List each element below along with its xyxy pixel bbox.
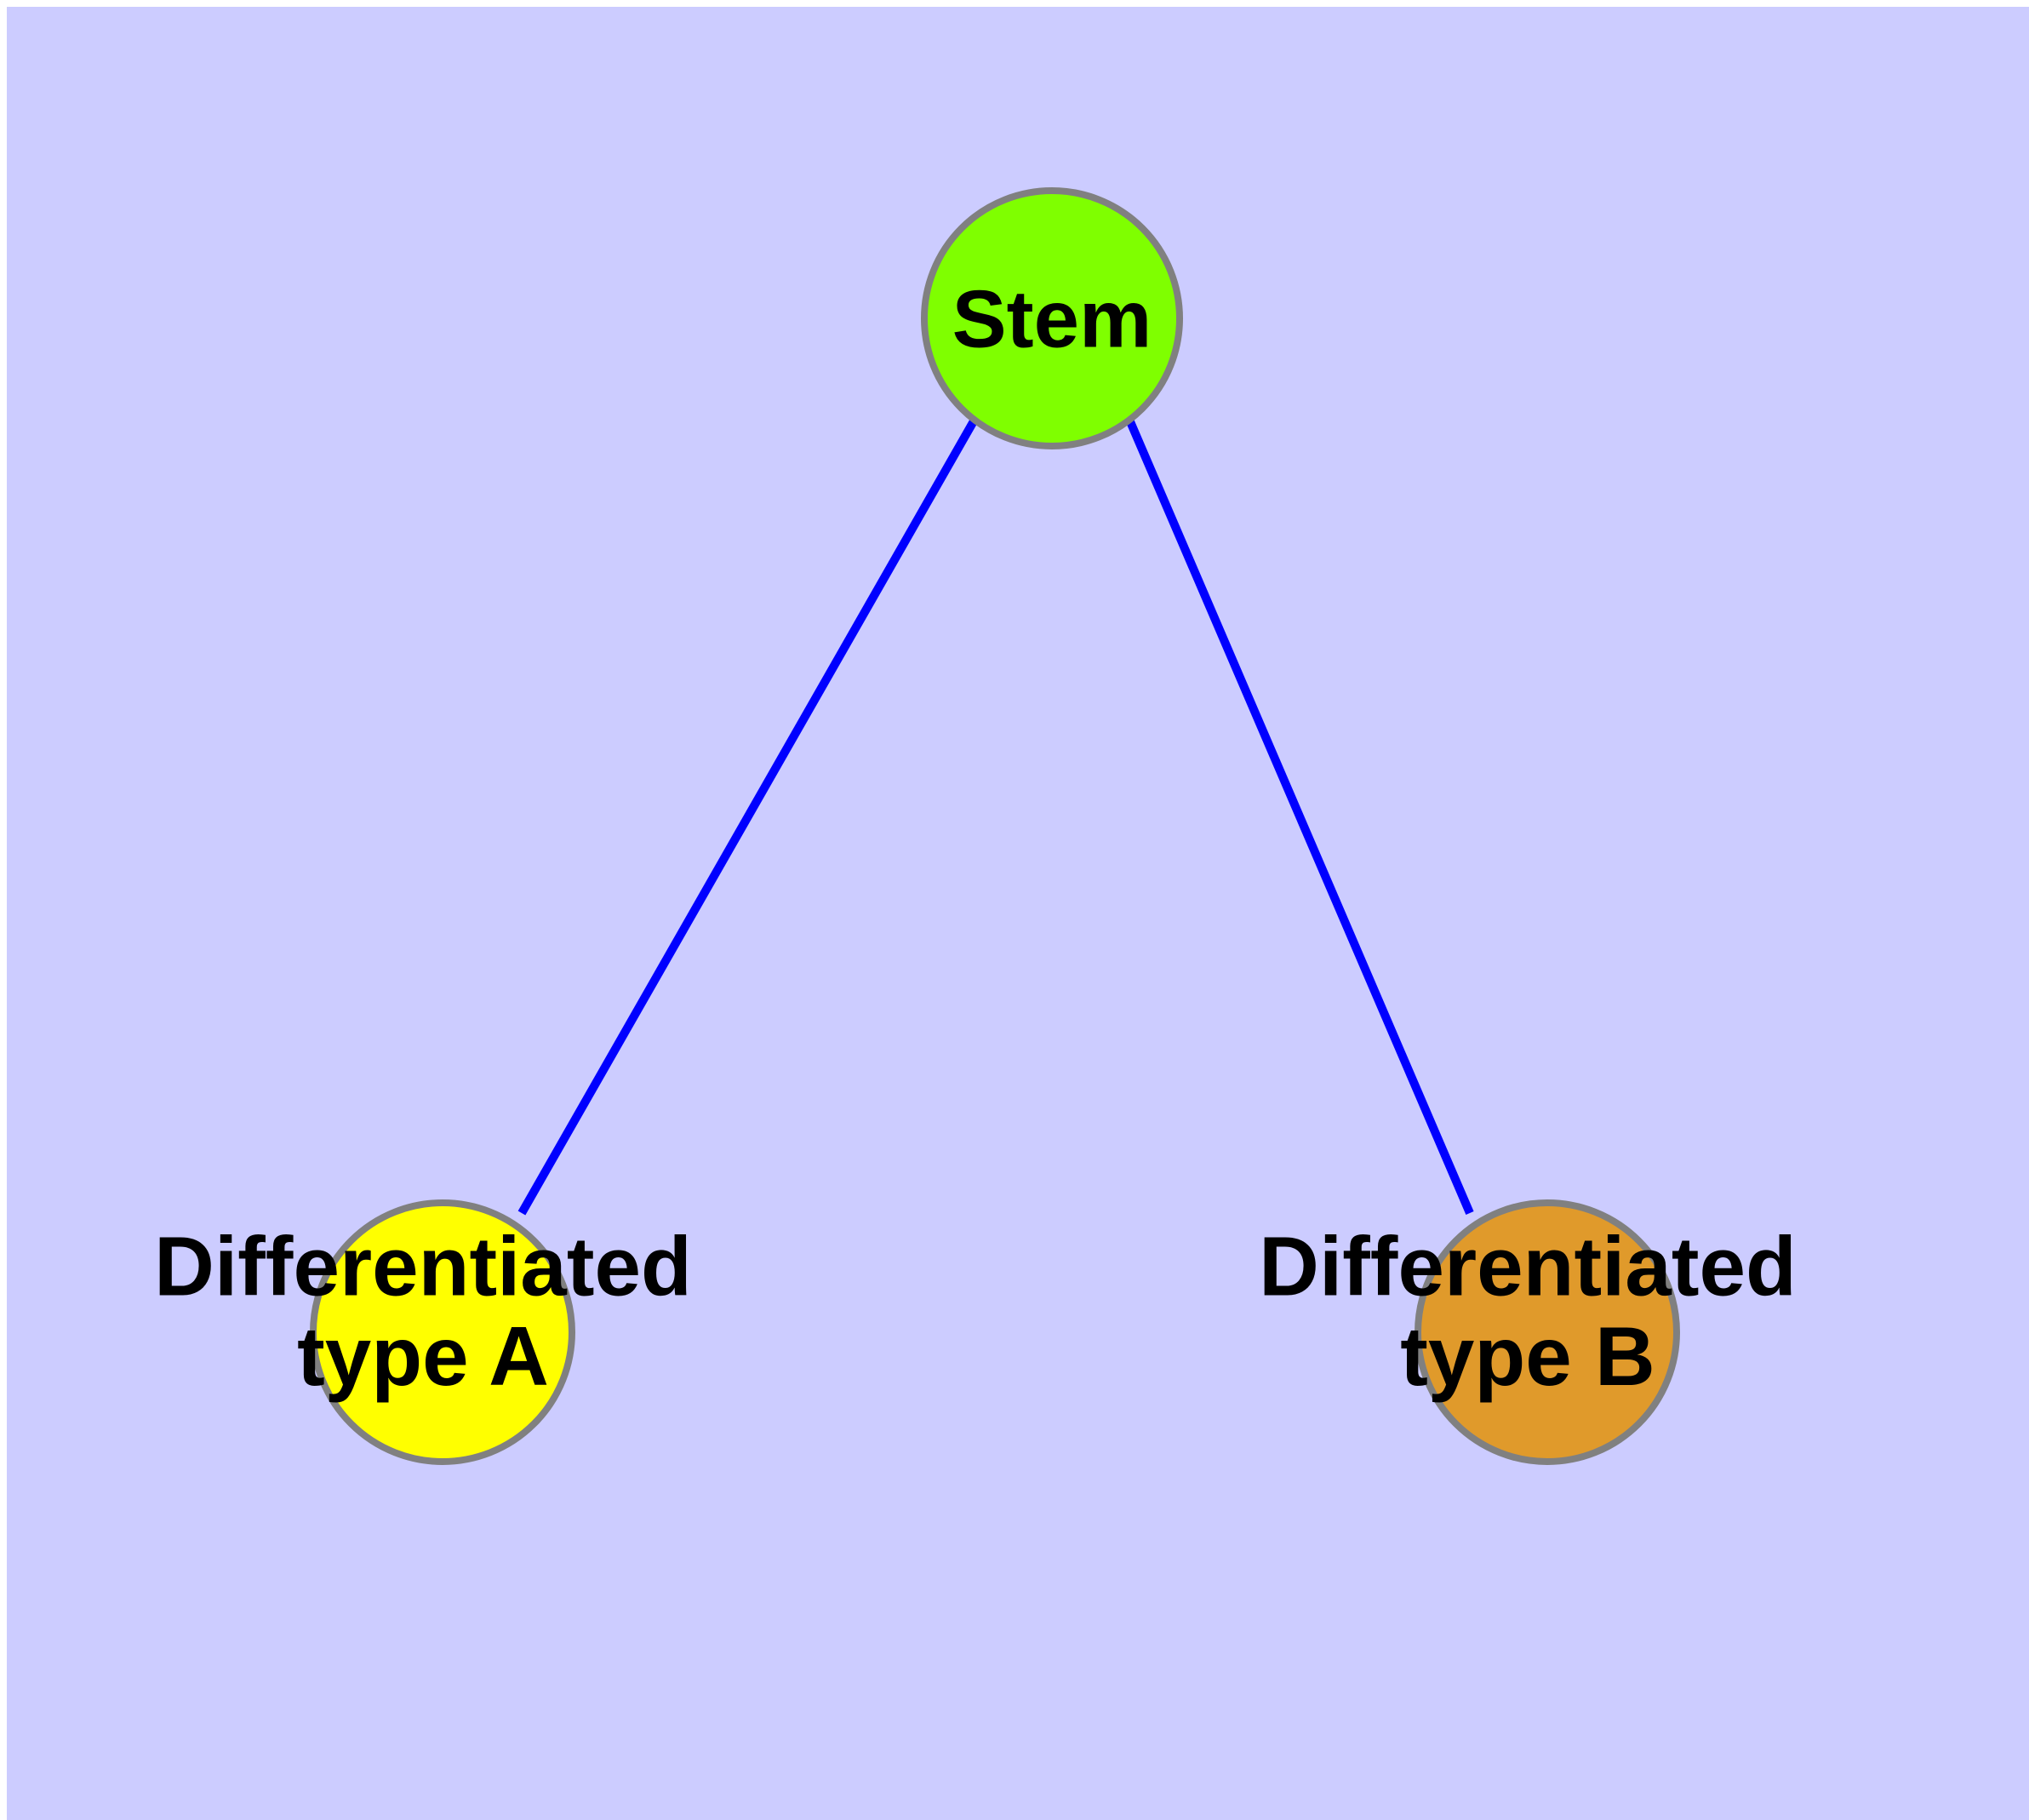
node-label-stem: Stem	[952, 274, 1152, 365]
node-layer	[310, 187, 1680, 1465]
node-label-line: type A	[297, 1309, 549, 1403]
node-differentiated-type-a[interactable]	[310, 1199, 575, 1465]
edge-stem-to-diff-a	[517, 417, 979, 1216]
node-stem[interactable]	[921, 187, 1183, 449]
node-label-line: Differentiated	[154, 1219, 692, 1313]
node-label-line: type B	[1400, 1309, 1655, 1403]
node-differentiated-type-b[interactable]	[1415, 1199, 1680, 1465]
node-label-line: Differentiated	[1259, 1219, 1797, 1313]
node-label-line: Stem	[952, 274, 1152, 365]
edge-stem-to-diff-b	[1125, 418, 1474, 1215]
edge-layer	[517, 417, 1474, 1216]
